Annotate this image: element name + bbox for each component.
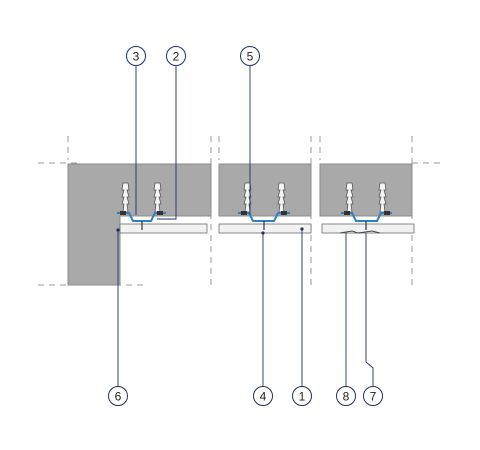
callout-5-label: 5 xyxy=(247,50,254,64)
profile-fixings xyxy=(120,211,390,215)
callout-6-label: 6 xyxy=(115,390,122,404)
slab-middle xyxy=(218,163,312,217)
slab-left xyxy=(67,163,212,286)
callout-8: 8 xyxy=(336,386,356,406)
leader-lines xyxy=(117,66,374,387)
board-right xyxy=(321,223,415,234)
callout-7: 7 xyxy=(363,386,383,406)
callout-2-label: 2 xyxy=(173,50,180,64)
board-middle xyxy=(218,223,312,234)
callout-3: 3 xyxy=(126,46,146,66)
leader-7 xyxy=(365,233,374,387)
callout-7-label: 7 xyxy=(370,390,377,404)
board-left xyxy=(119,223,208,234)
callout-1: 1 xyxy=(292,386,312,406)
leader-2 xyxy=(157,66,177,220)
slab-right xyxy=(319,163,413,217)
callout-8-label: 8 xyxy=(343,390,350,404)
callout-2: 2 xyxy=(166,46,186,66)
board-screws xyxy=(141,221,367,230)
leader-dots xyxy=(116,227,304,235)
callout-5: 5 xyxy=(240,46,260,66)
callout-4-label: 4 xyxy=(260,390,267,404)
callout-1-label: 1 xyxy=(299,390,306,404)
callout-4: 4 xyxy=(253,386,273,406)
joint-detail xyxy=(339,230,381,234)
callout-3-label: 3 xyxy=(133,50,140,64)
callout-6: 6 xyxy=(108,386,128,406)
